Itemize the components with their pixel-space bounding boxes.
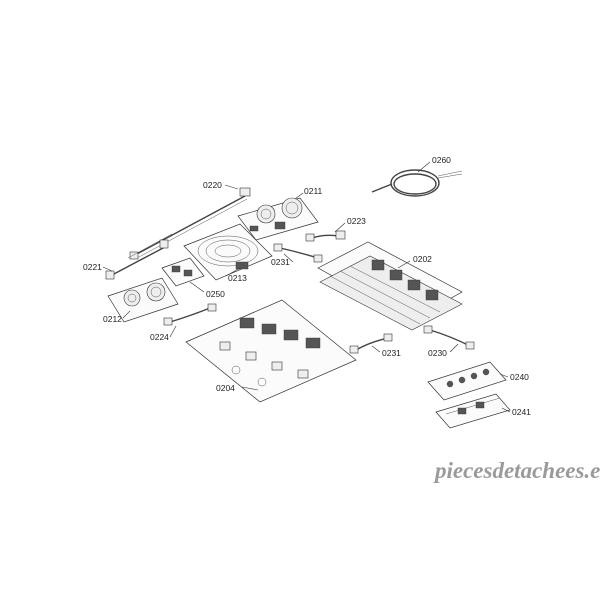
part-0211-filter-board[interactable]	[237, 197, 319, 241]
part-0220-wire-harness[interactable]	[129, 187, 251, 260]
part-0223-cable[interactable]	[305, 230, 346, 242]
part-0213-coil-plate[interactable]	[183, 223, 273, 281]
part-0202-power-board[interactable]	[317, 241, 463, 331]
label-0221: 0221	[83, 262, 102, 272]
part-0260-power-cable[interactable]	[371, 169, 463, 197]
label-0211: 0211	[304, 186, 323, 196]
label-0212: 0212	[103, 314, 122, 324]
label-0260: 0260	[432, 155, 451, 165]
watermark: piecesdetachees.elec.com	[433, 458, 600, 483]
label-0213: 0213	[228, 273, 247, 283]
part-0221-wire[interactable]	[105, 233, 173, 280]
label-0240: 0240	[510, 372, 529, 382]
part-0250-small-board[interactable]	[161, 257, 205, 287]
label-0202: 0202	[413, 254, 432, 264]
part-0204-main-board[interactable]	[185, 299, 357, 403]
label-0231-upper: 0231	[271, 257, 290, 267]
part-0212-filter-board[interactable]	[107, 277, 179, 323]
part-0231-cable-lower[interactable]	[349, 333, 393, 354]
label-0223: 0223	[347, 216, 366, 226]
label-0204: 0204	[216, 383, 235, 393]
part-0230-cable[interactable]	[423, 325, 475, 350]
part-0231-cable-upper[interactable]	[273, 243, 323, 263]
label-0224: 0224	[150, 332, 169, 342]
label-0250: 0250	[206, 289, 225, 299]
label-0241: 0241	[512, 407, 531, 417]
label-0231-lower: 0231	[382, 348, 401, 358]
part-0224-cable[interactable]	[163, 303, 217, 326]
part-0240-control-module[interactable]	[427, 361, 507, 401]
label-0230: 0230	[428, 348, 447, 358]
part-0241-control-frame[interactable]	[435, 393, 511, 429]
label-0220: 0220	[203, 180, 222, 190]
